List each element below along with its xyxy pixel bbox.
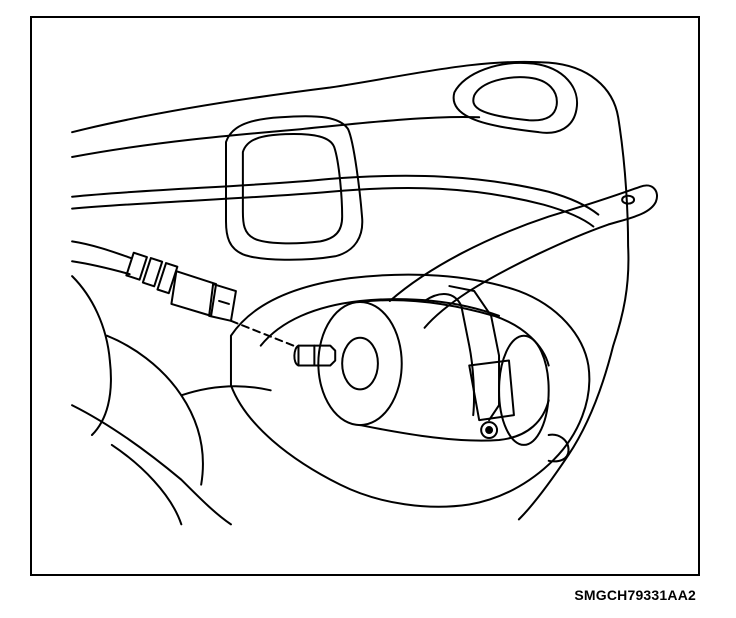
mounting-strap-upper xyxy=(72,176,598,215)
filter-inlet-face-inner xyxy=(342,338,378,390)
quick-connector-collar-3 xyxy=(157,263,177,293)
quick-connector-end xyxy=(209,284,236,321)
tank-pocket-inner xyxy=(243,134,342,243)
filter-body-top xyxy=(360,300,549,365)
tank-handle-inner xyxy=(473,77,557,120)
bracket-tab xyxy=(549,435,569,462)
filter-clamp-2 xyxy=(449,286,499,420)
filter-outlet-face xyxy=(499,336,549,445)
quick-connector-collar-2 xyxy=(143,258,162,286)
bracket-bolt-hole xyxy=(622,196,634,204)
illustration-frame xyxy=(30,16,700,576)
tank-lower-contour xyxy=(181,386,270,395)
filter-clamp xyxy=(425,294,474,415)
tank-lobe-middle xyxy=(107,336,203,485)
tank-handle-hole xyxy=(454,63,577,133)
tank-lobe-left xyxy=(72,276,111,435)
tank-lower-edge xyxy=(72,405,231,524)
clamp-bolt-center xyxy=(486,427,492,433)
fuel-line-lower xyxy=(72,261,130,274)
tank-upper-contour xyxy=(72,117,479,157)
filter-housing xyxy=(231,275,589,507)
clamp-bracket xyxy=(469,361,514,421)
filter-housing-inner xyxy=(261,299,499,346)
tank-outline xyxy=(72,62,628,520)
tank-lobe-lower xyxy=(112,445,182,524)
mounting-strap-lower xyxy=(72,188,593,226)
tank-pocket xyxy=(226,116,362,260)
figure-code: SMGCH79331AA2 xyxy=(574,587,696,603)
fuel-filter-line-art xyxy=(32,18,698,574)
clamp-bolt xyxy=(481,422,497,438)
bracket-arm xyxy=(390,185,657,327)
fuel-line-upper xyxy=(72,241,132,258)
alignment-dashed-line xyxy=(231,321,299,348)
filter-inlet-nipple xyxy=(298,346,335,366)
filter-body-bottom xyxy=(360,400,549,440)
quick-connector-collar-1 xyxy=(126,253,147,280)
